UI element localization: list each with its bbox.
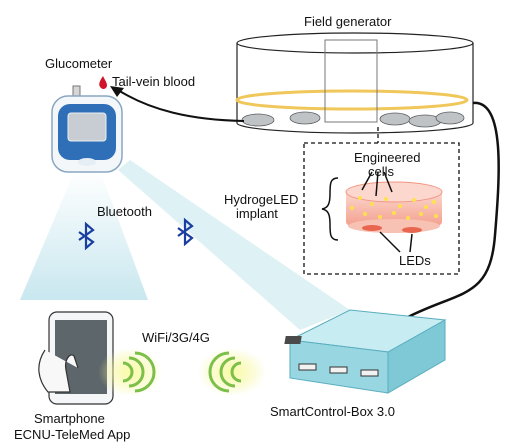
hydrogeled-implant <box>345 171 443 253</box>
label-glucometer: Glucometer <box>45 56 113 71</box>
label-implant: implant <box>236 206 278 221</box>
label-engineered-cells-2: cells <box>368 164 395 179</box>
implant-brace <box>321 177 339 241</box>
engineered-cells <box>350 196 438 220</box>
label-wifi: WiFi/3G/4G <box>142 330 210 345</box>
wifi-signal-icon <box>198 348 266 396</box>
blood-drop-icon <box>99 76 107 89</box>
label-field-generator: Field generator <box>304 14 392 29</box>
bluetooth-icon <box>177 217 194 247</box>
smartcontrol-box <box>284 309 447 394</box>
label-leds: LEDs <box>399 253 431 268</box>
label-bluetooth: Bluetooth <box>97 204 152 219</box>
smartphone-icon <box>38 311 114 405</box>
power-cable <box>405 101 500 320</box>
field-generator <box>235 32 474 134</box>
glucometer-icon <box>51 85 123 173</box>
bluetooth-icon <box>78 221 95 251</box>
mice <box>241 111 465 128</box>
label-hydrogeled: HydrogeLED <box>224 192 299 207</box>
label-smartcontrol-box: SmartControl-Box 3.0 <box>270 404 395 419</box>
blood-sample-arrow <box>117 89 245 122</box>
label-engineered-cells: Engineered <box>354 150 421 165</box>
label-tail-vein-blood: Tail-vein blood <box>112 74 196 89</box>
wifi-signal-icon <box>98 348 162 396</box>
beam-glucometer-box <box>118 160 350 330</box>
label-smartphone: Smartphone <box>34 411 105 426</box>
label-app: ECNU-TeleMed App <box>14 427 131 442</box>
implant-zoom-box <box>303 142 460 275</box>
